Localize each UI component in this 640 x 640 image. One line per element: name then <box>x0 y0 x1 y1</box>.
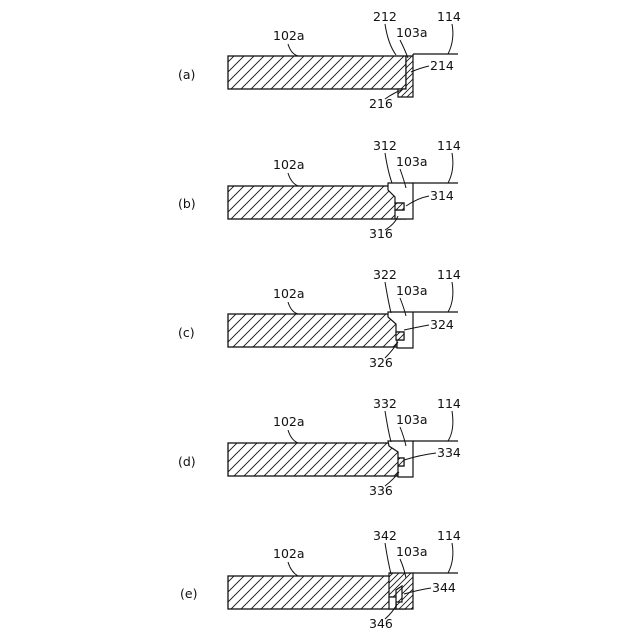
leader-body <box>288 302 298 314</box>
side-label: 344 <box>432 580 456 595</box>
side-label: 214 <box>430 58 454 73</box>
film-label: 114 <box>437 528 461 543</box>
side-label: 324 <box>430 317 454 332</box>
leader-body <box>288 430 298 443</box>
side-label: 314 <box>430 188 454 203</box>
leader-film <box>448 153 453 183</box>
edge-label: 103a <box>396 412 428 427</box>
panel-label: (e) <box>180 586 197 601</box>
leader-film <box>448 411 453 441</box>
film-label: 114 <box>437 9 461 24</box>
leader-body <box>288 562 298 576</box>
leader-edge <box>400 40 408 58</box>
panel-c: (c) 102a 322 103a 114 324 326 <box>178 267 461 370</box>
panel-label: (a) <box>178 67 195 82</box>
inner-part <box>396 332 404 340</box>
panel-label: (b) <box>178 196 196 211</box>
panel-label: (d) <box>178 454 196 469</box>
side-label: 334 <box>437 445 461 460</box>
leader-top <box>385 282 391 313</box>
leader-top <box>385 24 396 55</box>
panel-a: (a) 102a 212 103a 114 214 216 <box>178 9 461 111</box>
top-label: 332 <box>373 396 397 411</box>
body-102a <box>228 186 406 219</box>
body-label: 102a <box>273 157 305 172</box>
top-label: 212 <box>373 9 397 24</box>
leader-film <box>448 24 453 54</box>
film-label: 114 <box>437 267 461 282</box>
leader-film <box>448 282 453 312</box>
top-label: 322 <box>373 267 397 282</box>
bottom-label: 316 <box>369 226 393 241</box>
film-label: 114 <box>437 138 461 153</box>
leader-side <box>411 66 429 72</box>
panel-e: (e) 102a 342 103a 114 344 346 <box>180 528 461 631</box>
bottom-label: 326 <box>369 355 393 370</box>
leader-top <box>385 153 392 183</box>
panel-b: (b) 102a 312 103a 114 314 316 <box>178 138 461 241</box>
leader-top <box>385 543 391 574</box>
body-label: 102a <box>273 286 305 301</box>
body-label: 102a <box>273 28 305 43</box>
body-102a <box>228 56 406 89</box>
leader-top <box>385 411 391 442</box>
body-102a <box>228 443 406 476</box>
panel-d: (d) 102a 332 103a 114 334 336 <box>178 396 461 498</box>
bottom-label: 336 <box>369 483 393 498</box>
leader-body <box>288 44 298 56</box>
body-label: 102a <box>273 414 305 429</box>
top-label: 312 <box>373 138 397 153</box>
body-label: 102a <box>273 546 305 561</box>
edge-label: 103a <box>396 544 428 559</box>
top-label: 342 <box>373 528 397 543</box>
edge-label: 103a <box>396 25 428 40</box>
edge-label: 103a <box>396 154 428 169</box>
inner-part <box>395 203 404 210</box>
body-102a <box>228 314 406 347</box>
edge-label: 103a <box>396 283 428 298</box>
inner-part <box>398 458 404 466</box>
panel-label: (c) <box>178 325 195 340</box>
film-label: 114 <box>437 396 461 411</box>
bottom-label: 346 <box>369 616 393 631</box>
leader-body <box>288 173 298 186</box>
bottom-label: 216 <box>369 96 393 111</box>
body-102a <box>228 576 406 609</box>
leader-film <box>448 543 453 573</box>
